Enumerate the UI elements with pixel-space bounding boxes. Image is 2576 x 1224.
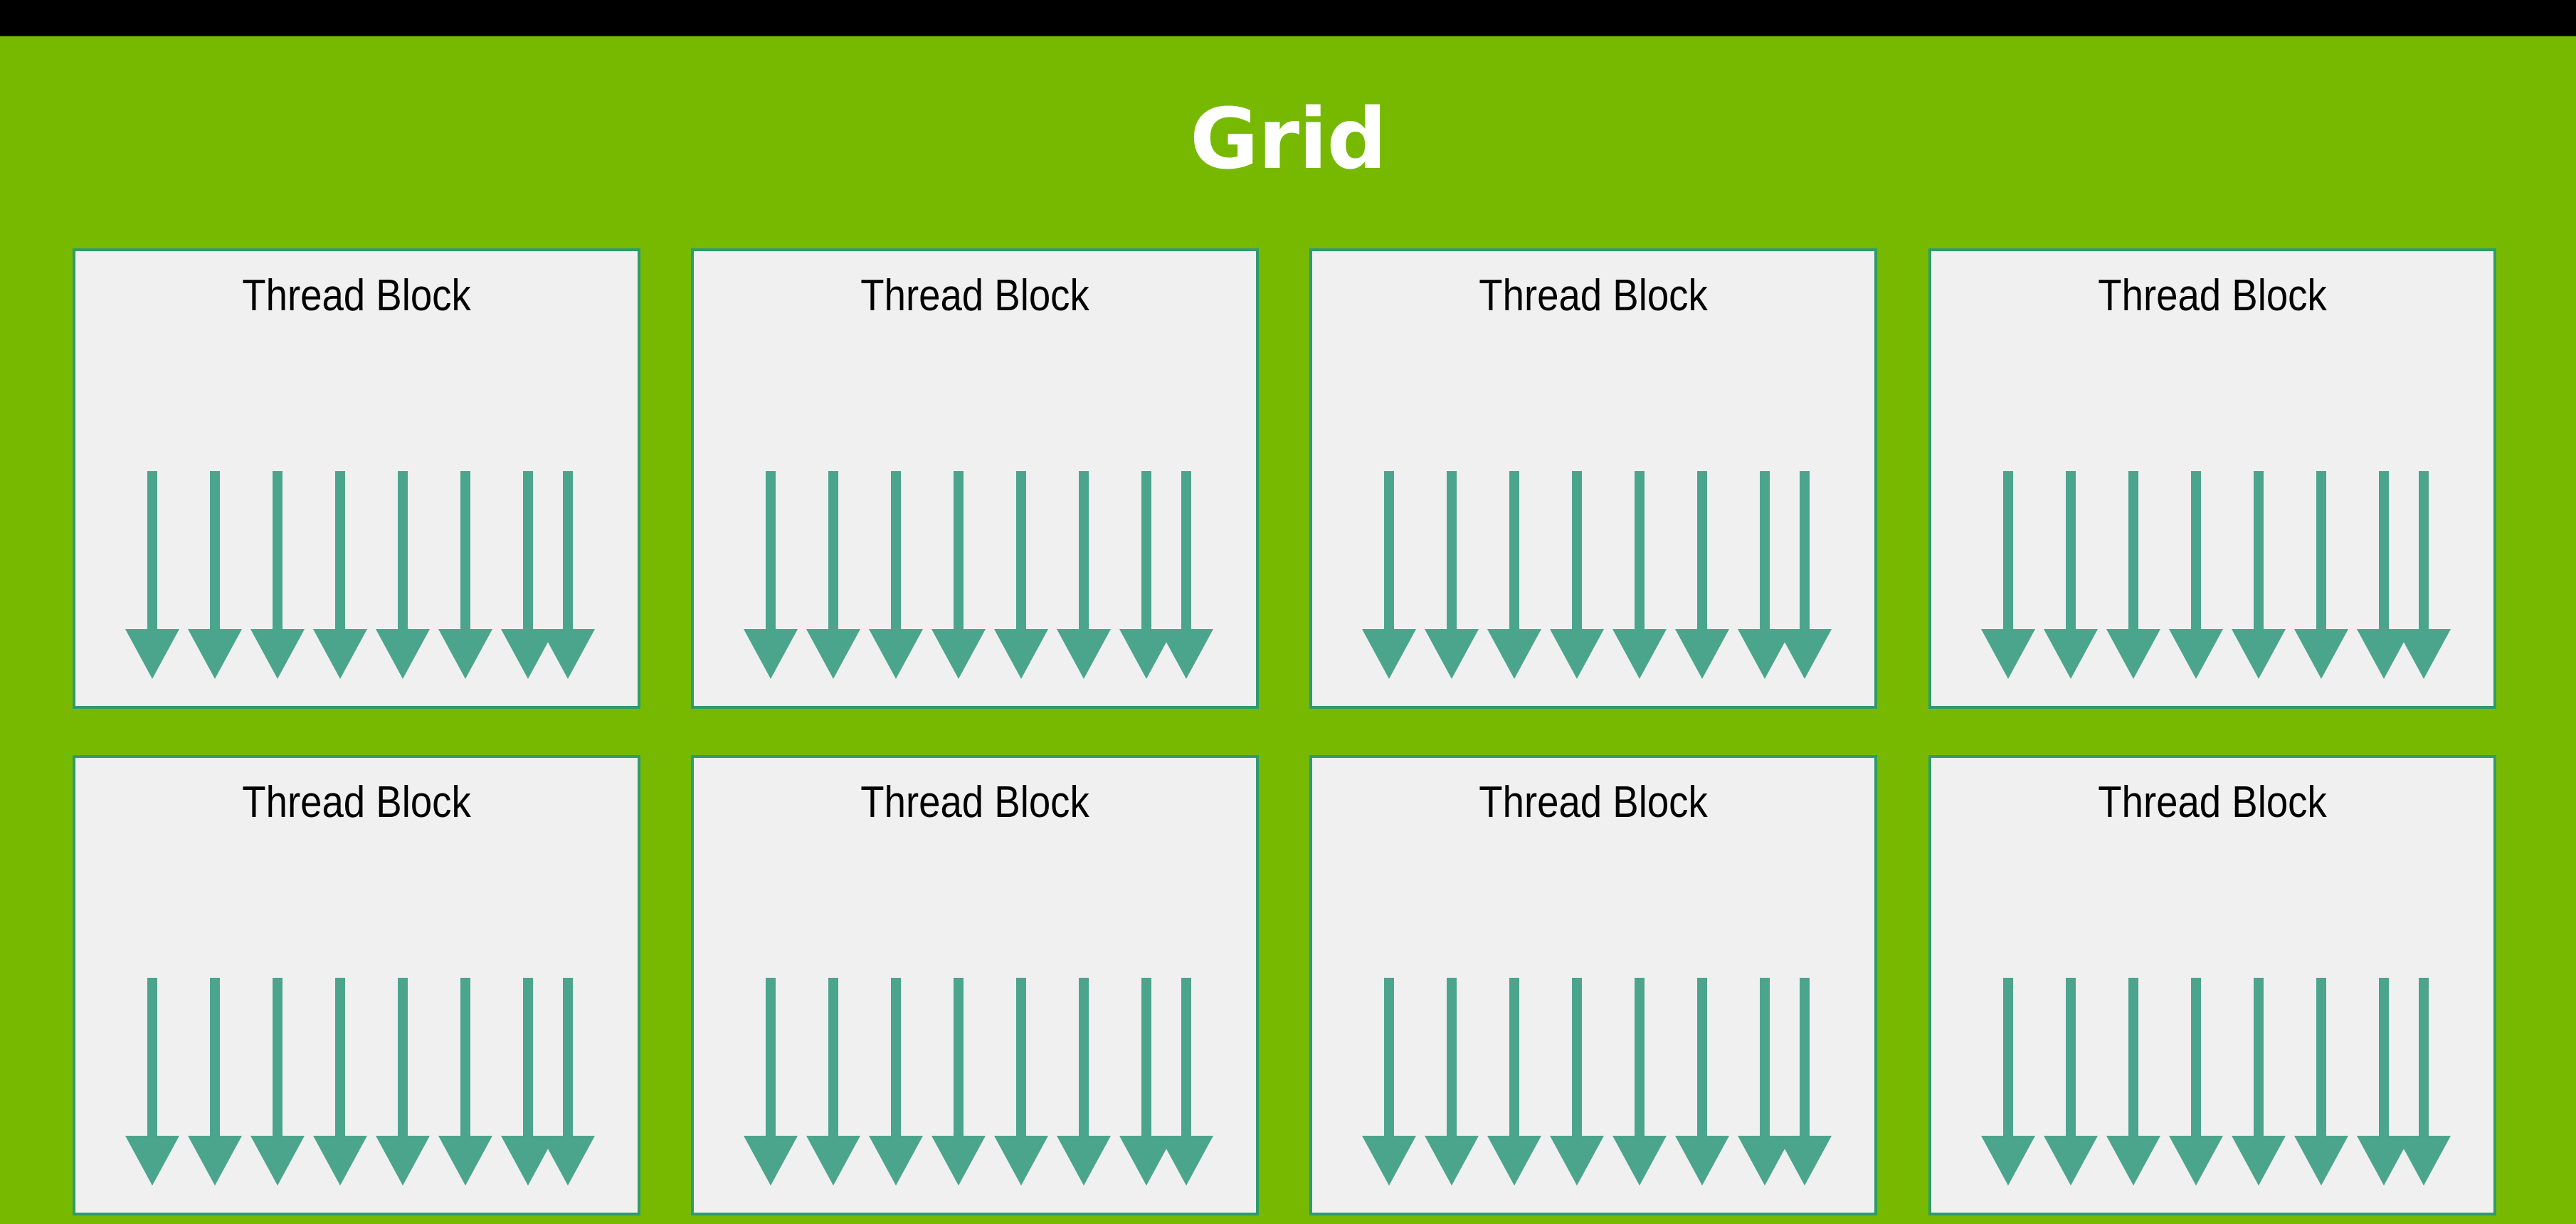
down-arrow-icon: [1362, 978, 1832, 1186]
down-arrow-icon: [744, 471, 1213, 679]
page-title: Grid: [1190, 90, 1387, 188]
thread-arrow-cluster: [1362, 471, 1832, 685]
thread-block[interactable]: Thread Block: [691, 248, 1259, 709]
thread-block-label: Thread Block: [242, 778, 471, 827]
down-arrow-icon: [744, 978, 1213, 1186]
thread-arrow-cluster: [125, 471, 595, 685]
thread-block-grid: Thread Block: [73, 248, 2496, 1218]
thread-block-label: Thread Block: [1479, 271, 1708, 320]
thread-block-label: Thread Block: [860, 271, 1089, 320]
thread-block-row: Thread Block: [73, 755, 2496, 1215]
thread-block-label: Thread Block: [860, 778, 1089, 827]
down-arrow-icon: [1981, 471, 2451, 679]
down-arrow-icon: [125, 471, 595, 679]
thread-block-label: Thread Block: [2098, 271, 2327, 320]
thread-block-label: Thread Block: [242, 271, 471, 320]
thread-block[interactable]: Thread Block: [1928, 248, 2496, 709]
thread-arrow-cluster: [744, 978, 1213, 1191]
top-black-bar: [0, 0, 2576, 36]
thread-arrow-cluster: [1981, 471, 2451, 685]
thread-block-label: Thread Block: [2098, 778, 2327, 827]
down-arrow-icon: [125, 978, 595, 1186]
thread-arrow-cluster: [125, 978, 595, 1191]
thread-arrow-cluster: [1981, 978, 2451, 1191]
thread-block-label: Thread Block: [1479, 778, 1708, 827]
thread-block[interactable]: Thread Block: [73, 755, 640, 1215]
thread-block[interactable]: Thread Block: [73, 248, 640, 709]
thread-block-row: Thread Block: [73, 248, 2496, 709]
thread-block[interactable]: Thread Block: [691, 755, 1259, 1215]
thread-block[interactable]: Thread Block: [1309, 248, 1877, 709]
thread-arrow-cluster: [744, 471, 1213, 685]
down-arrow-icon: [1981, 978, 2451, 1186]
down-arrow-icon: [1362, 471, 1832, 679]
grid-panel: Grid Thread Block: [0, 36, 2576, 1224]
thread-arrow-cluster: [1362, 978, 1832, 1191]
thread-block[interactable]: Thread Block: [1309, 755, 1877, 1215]
thread-block[interactable]: Thread Block: [1928, 755, 2496, 1215]
